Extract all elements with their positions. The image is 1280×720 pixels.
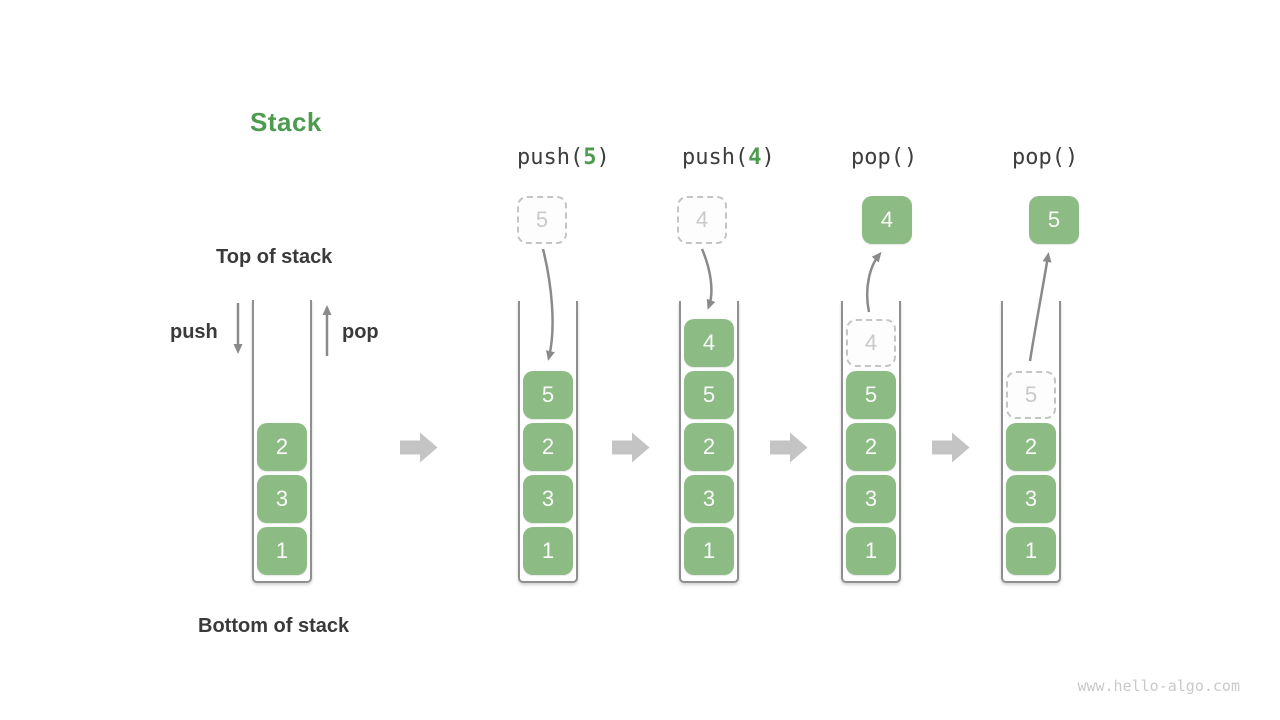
stack-item: 1	[1006, 527, 1056, 575]
incoming-item-ghost: 4	[677, 196, 727, 244]
stack-item: 5	[523, 371, 573, 419]
op-label-push-5: push(5)	[517, 145, 610, 170]
stack-item: 2	[684, 423, 734, 471]
stack-item: 3	[1006, 475, 1056, 523]
op-label-push-4: push(4)	[682, 145, 775, 170]
pop-label: pop	[342, 321, 379, 343]
incoming-item-ghost: 5	[517, 196, 567, 244]
popped-item: 4	[862, 196, 912, 244]
push-label: push	[170, 321, 218, 343]
bottom-of-stack-label: Bottom of stack	[198, 615, 350, 637]
step-arrow-icon	[932, 432, 970, 463]
watermark: www.hello-algo.com	[1077, 677, 1240, 695]
op-fn: push(	[682, 145, 749, 170]
step-arrow-icon	[770, 432, 808, 463]
stack-item: 5	[846, 371, 896, 419]
diagram-title: Stack	[250, 107, 322, 137]
op-fn: pop()	[1012, 145, 1079, 170]
step-arrow-icon	[612, 432, 650, 463]
stack-item: 3	[684, 475, 734, 523]
removed-item-ghost: 4	[846, 319, 896, 367]
op-label-pop-2: pop()	[1012, 145, 1078, 170]
op-label-pop-1: pop()	[851, 145, 917, 170]
stack-item: 2	[1006, 423, 1056, 471]
stack-item: 1	[523, 527, 573, 575]
op-close: )	[761, 145, 775, 170]
stack-item: 2	[846, 423, 896, 471]
step-arrow-icon	[400, 432, 438, 463]
stack-item: 3	[523, 475, 573, 523]
push-4-curve-arrow	[700, 248, 716, 310]
stack-item: 1	[257, 527, 307, 575]
stack-item: 2	[523, 423, 573, 471]
op-fn: pop()	[851, 145, 918, 170]
stack-item: 2	[257, 423, 307, 471]
op-arg: 5	[583, 145, 597, 170]
stack-item: 4	[684, 319, 734, 367]
op-close: )	[596, 145, 610, 170]
removed-item-ghost: 5	[1006, 371, 1056, 419]
top-of-stack-label: Top of stack	[216, 246, 333, 268]
stack-item: 1	[684, 527, 734, 575]
stack-item: 1	[846, 527, 896, 575]
op-fn: push(	[517, 145, 584, 170]
stack-item: 3	[846, 475, 896, 523]
popped-item: 5	[1029, 196, 1079, 244]
op-arg: 4	[748, 145, 762, 170]
stack-item: 5	[684, 371, 734, 419]
stack-item: 3	[257, 475, 307, 523]
